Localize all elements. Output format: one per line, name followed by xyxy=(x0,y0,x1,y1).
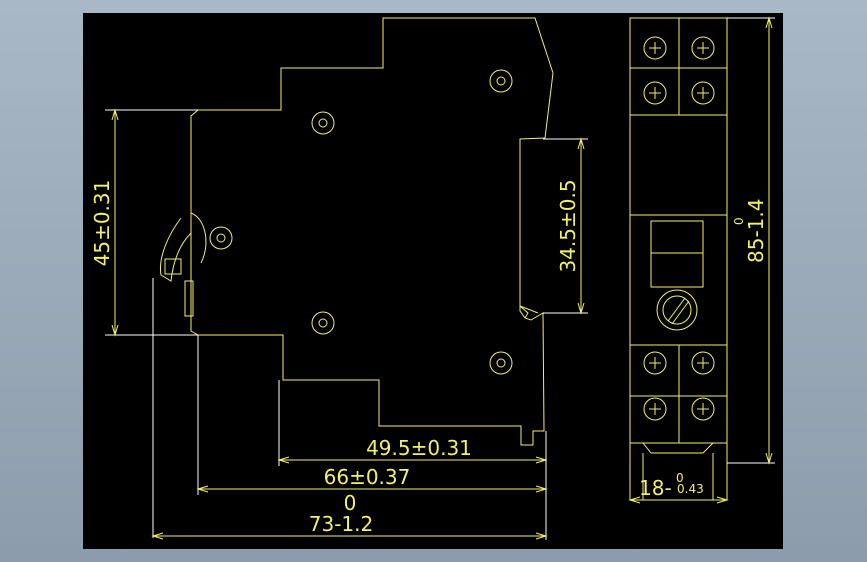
screw-hole-3 xyxy=(209,226,233,250)
screw-hole-4 xyxy=(311,311,335,335)
dim-45-label: 45±0.31 xyxy=(90,180,114,267)
lever-arm xyxy=(159,217,192,282)
dim-85-lines xyxy=(727,16,775,465)
rail-clip xyxy=(519,139,539,319)
terminal-screws xyxy=(643,36,715,421)
lever-handle xyxy=(164,258,182,275)
dim-horizontal-lines xyxy=(151,278,548,540)
dim-45-lines xyxy=(105,108,198,337)
dim-18-label: 18- xyxy=(639,476,672,500)
side-tab xyxy=(184,280,194,317)
screw-hole-1 xyxy=(489,69,513,93)
dim-73-label: 73-1.2 xyxy=(309,512,373,536)
lever-pivot xyxy=(190,212,207,264)
breaker-drawing: 45±0.31 34.5±0.5 49.5±0.31 66±0.37 0 73-… xyxy=(90,16,775,540)
screw-hole-5 xyxy=(489,351,513,375)
dim-18-lower-tolerance: 0.43 xyxy=(677,482,704,496)
dim-18-lines xyxy=(628,496,729,504)
dim-34-5-label: 34.5±0.5 xyxy=(556,179,580,272)
dim-49-5-label: 49.5±0.31 xyxy=(366,436,472,460)
breaker-side-outline xyxy=(190,17,554,446)
dim-66-label: 66±0.37 xyxy=(324,465,411,489)
dim-zero-label: 0 xyxy=(344,491,357,515)
dim-18-upper-tolerance: 0 xyxy=(676,471,684,485)
dim-34-5-lines xyxy=(543,137,588,315)
dim-85-upper-tolerance: 0 xyxy=(732,217,746,225)
screw-hole-2 xyxy=(311,111,335,135)
dim-85-label: 85-1.4 xyxy=(744,199,768,263)
cad-drawing-area: 45±0.31 34.5±0.5 49.5±0.31 66±0.37 0 73-… xyxy=(83,13,783,549)
